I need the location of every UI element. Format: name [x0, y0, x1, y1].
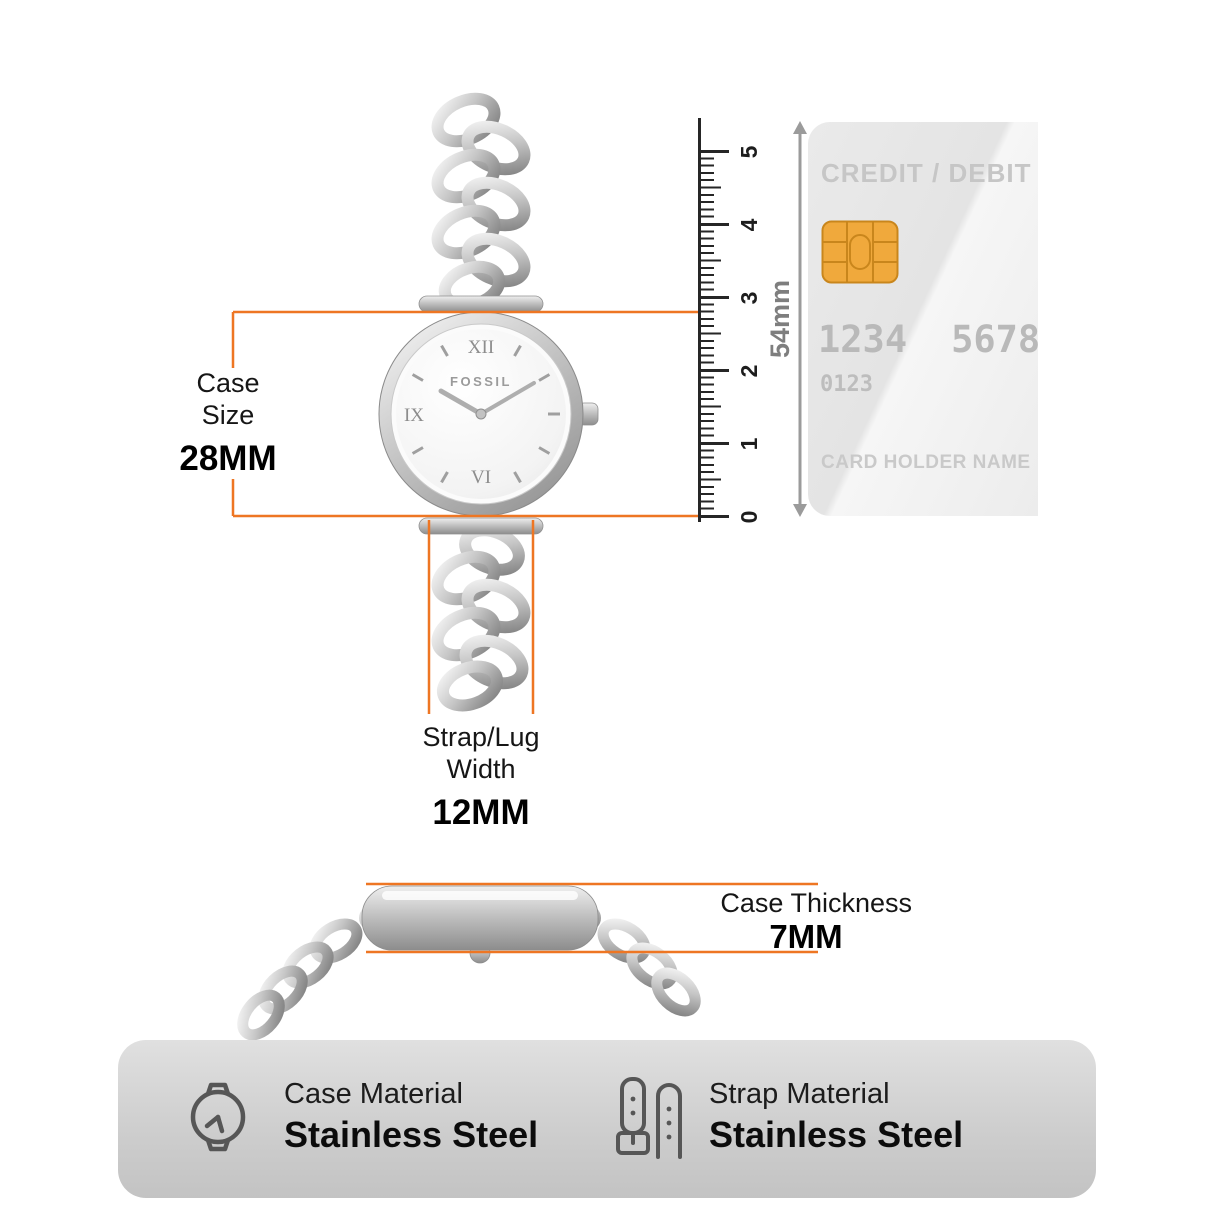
card-height-label: 54mm [764, 279, 795, 359]
hands-center-cap [475, 408, 487, 420]
ruler-number: 2 [735, 364, 762, 378]
ruler-number: 1 [735, 437, 762, 451]
crown [577, 402, 599, 426]
card-number-group1: 1234 [818, 318, 908, 361]
case-thickness-label: Case Thickness [720, 888, 912, 918]
watch-case-icon [190, 1082, 246, 1152]
strap-material-value: Stainless Steel [709, 1114, 964, 1155]
case-size-text-line1: Case [196, 368, 260, 398]
lug-bar-bottom [418, 517, 544, 535]
ruler: 5 4 3 2 1 0 [698, 116, 770, 524]
side-bracelet-left [237, 918, 363, 1041]
ruler-edge [698, 118, 701, 522]
ruler-number: 0 [735, 510, 762, 524]
strap-width-text-line2: Width [446, 753, 516, 784]
bracelet-top [431, 92, 531, 312]
strap-material-label: Strap Material [709, 1078, 890, 1110]
bracelet-bottom [431, 524, 531, 712]
case-material-value: Stainless Steel [284, 1114, 539, 1155]
lug-bar-top [418, 295, 544, 313]
dial-numerals: XII IX VI [404, 337, 494, 488]
card-title: CREDIT / DEBIT CARD [821, 158, 1038, 188]
numeral-9: IX [404, 405, 424, 426]
side-crystal-highlight [382, 891, 578, 900]
side-case [361, 885, 599, 951]
numeral-6: VI [471, 467, 491, 488]
strap-width-label: Strap/Lug Width 12MM [401, 722, 561, 833]
side-bracelet-right [597, 918, 701, 1017]
case-material-label: Case Material [284, 1078, 463, 1110]
side-crown [469, 942, 491, 964]
ruler-ticks-cm [701, 150, 729, 519]
side-lug-left [359, 905, 385, 931]
card-short-number: 0123 [820, 372, 873, 397]
credit-card: CREDIT / DEBIT CARD 1234 5678 0123 CARD … [808, 122, 1038, 516]
brand-logo: FOSSIL [450, 374, 512, 389]
case-size-text-line2: Size [201, 399, 255, 430]
case-size-bracket [231, 310, 698, 518]
strap-width-value: 12MM [432, 792, 530, 832]
watch-strap-icon [616, 1077, 682, 1159]
numeral-12: XII [468, 337, 494, 358]
ruler-number: 4 [735, 218, 762, 232]
ruler-number: 5 [735, 145, 762, 159]
materials-panel: Case Material Stainless Steel Strap Mate… [118, 1040, 1096, 1198]
watch-side [237, 885, 701, 1041]
card-number-group2: 5678 [951, 318, 1038, 361]
side-lug-right [575, 905, 601, 931]
strap-width-lines [427, 520, 535, 714]
card-holder-label: CARD HOLDER NAME [821, 452, 1031, 473]
watch-hands [438, 381, 536, 420]
ruler-number: 3 [735, 291, 762, 305]
watch-front: XII IX VI FOSSIL [378, 92, 599, 712]
case-thickness-value: 7MM [769, 918, 843, 955]
minute-hand [479, 381, 536, 416]
card-number: 1234 5678 [818, 318, 1038, 361]
watch-bezel [378, 311, 584, 517]
card-chip-icon [821, 220, 899, 284]
strap-width-text-line1: Strap/Lug [422, 722, 540, 752]
chapter-ring [390, 323, 572, 505]
case-material-group: Case Material Stainless Steel [174, 1073, 538, 1161]
watch-dial [396, 329, 566, 499]
case-size-value: 28MM [179, 438, 277, 478]
dial-markers [411, 344, 560, 484]
strap-material-group: Strap Material Stainless Steel [613, 1073, 963, 1161]
case-size-label: Case Size 28MM [167, 368, 289, 479]
hour-hand [438, 388, 484, 417]
